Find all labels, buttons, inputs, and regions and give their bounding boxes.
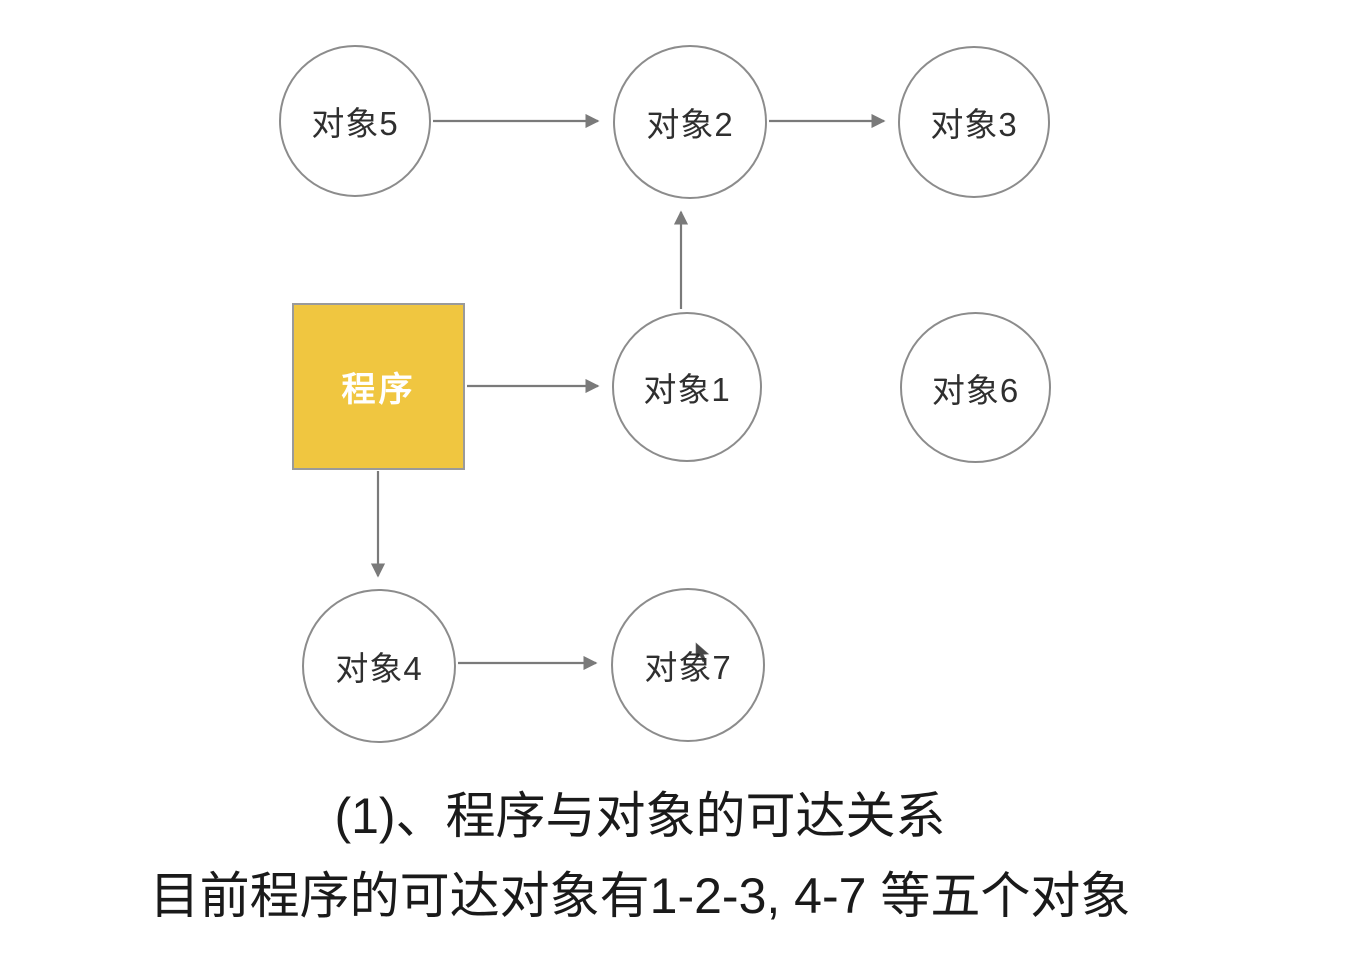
node-object-4: 对象4: [302, 589, 456, 743]
node-object-6-label: 对象6: [931, 371, 1020, 409]
node-object-3: 对象3: [898, 46, 1050, 198]
mouse-cursor-icon: [695, 642, 710, 663]
node-program-label: 程序: [341, 371, 416, 409]
node-object-6: 对象6: [900, 312, 1051, 463]
node-object-4-label: 对象4: [335, 650, 423, 687]
node-object-3-label: 对象3: [930, 106, 1018, 143]
node-object-2: 对象2: [613, 45, 767, 199]
node-object-2-label: 对象2: [646, 106, 734, 143]
caption: (1)、程序与对象的可达关系 目前程序的可达对象有1-2-3, 4-7 等五个对…: [40, 776, 1240, 936]
node-object-5-label: 对象5: [311, 105, 399, 142]
caption-line-1: (1)、程序与对象的可达关系: [334, 788, 946, 844]
node-object-7: 对象7: [611, 588, 765, 742]
node-program: 程序: [292, 303, 465, 470]
node-object-5: 对象5: [279, 45, 431, 197]
node-object-7-label: 对象7: [644, 649, 732, 686]
node-object-1: 对象1: [612, 312, 762, 462]
node-object-1-label: 对象1: [643, 371, 731, 408]
caption-line-2: 目前程序的可达对象有1-2-3, 4-7 等五个对象: [149, 868, 1131, 924]
